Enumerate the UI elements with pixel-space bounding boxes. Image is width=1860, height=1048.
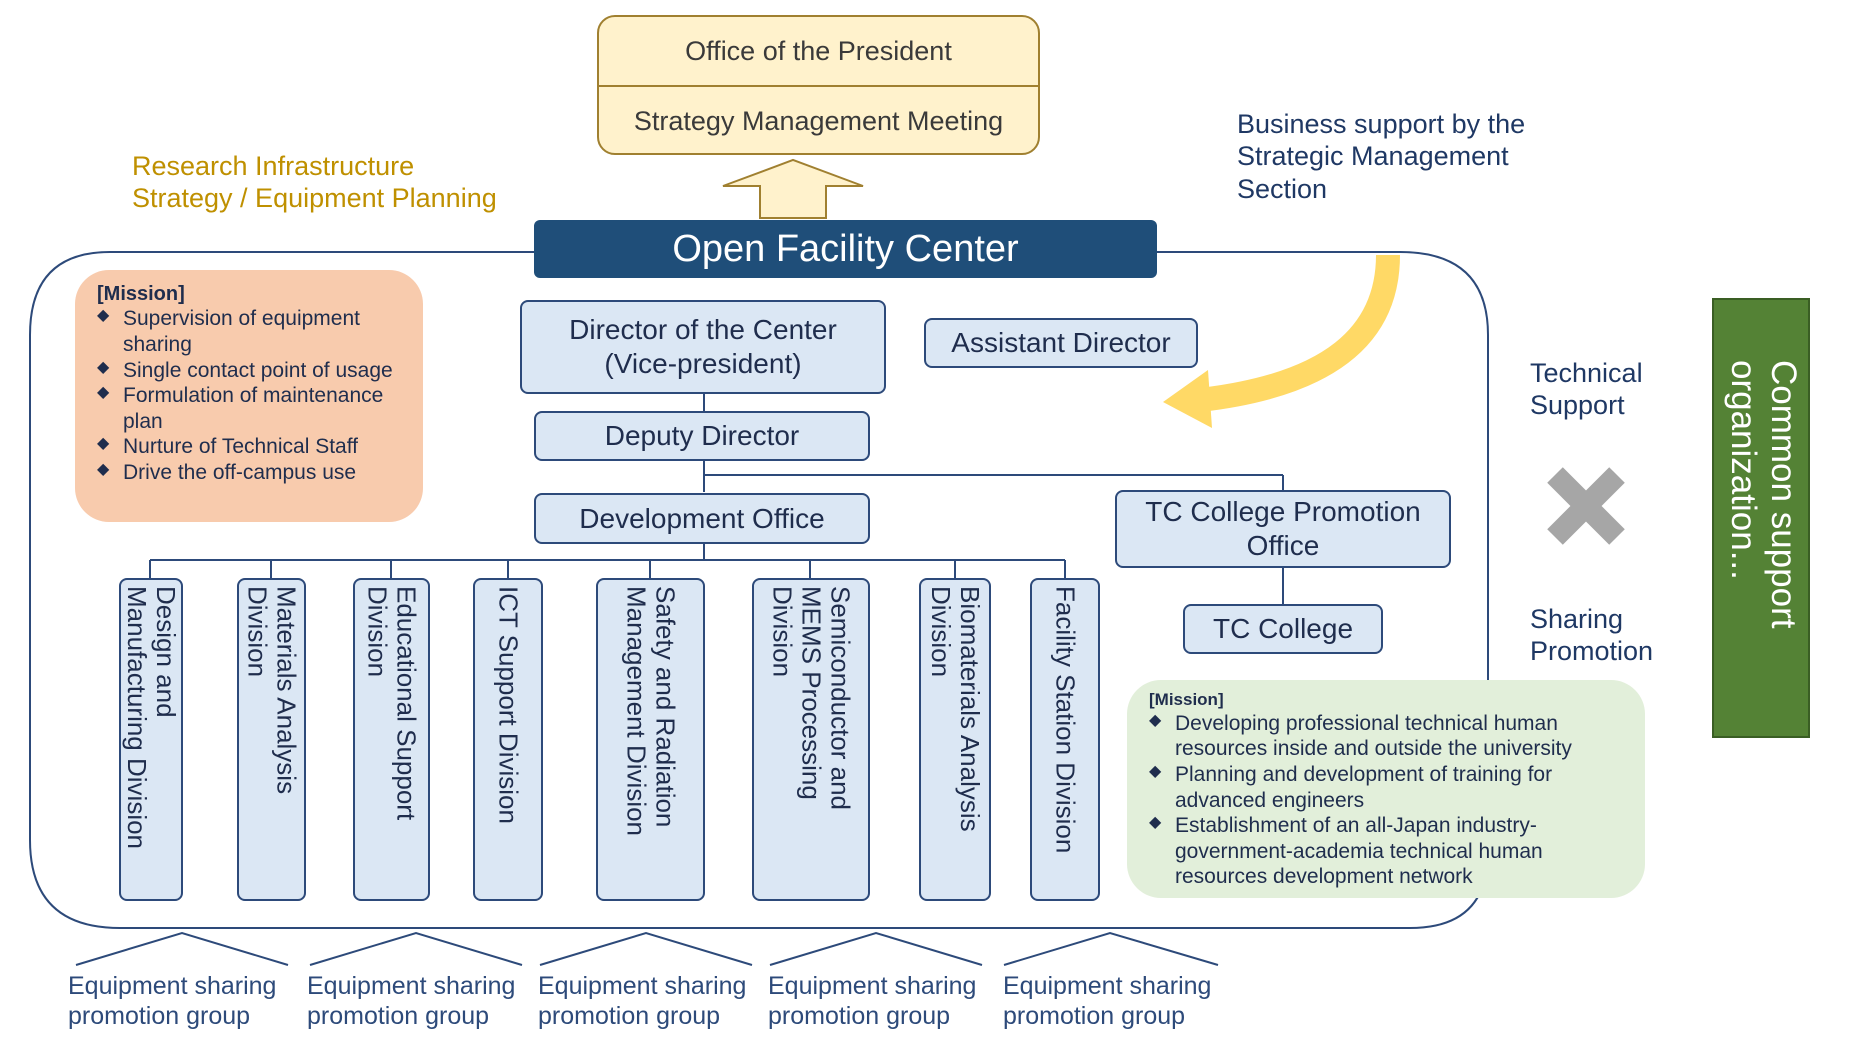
equipment-sharing-group: Equipment sharing promotion group <box>538 972 747 1030</box>
division-materials-analysis: Materials Analysis Division <box>237 578 306 901</box>
mission-item: ◆Single contact point of usage <box>97 358 393 382</box>
president-box: Office of the President Strategy Managem… <box>597 15 1040 155</box>
cross-icon <box>1547 467 1625 545</box>
common-support-organization-box: Common support organization... <box>1712 298 1810 738</box>
equipment-sharing-group: Equipment sharing promotion group <box>307 972 516 1030</box>
center-outline <box>29 251 1489 929</box>
development-office-box: Development Office <box>534 493 870 544</box>
division-facility-station: Facility Station Division <box>1030 578 1100 901</box>
division-label: Safety and Radiation Management Division <box>621 586 681 837</box>
mission-item: ◆Nurture of Technical Staff <box>97 435 359 459</box>
president-title: Office of the President <box>599 17 1038 87</box>
division-label: Semiconductor and MEMS Processing Divisi… <box>767 586 856 811</box>
division-label: Materials Analysis Division <box>242 586 302 795</box>
division-design-manufacturing: Design and Manufacturing Division <box>119 578 183 901</box>
strategy-meeting: Strategy Management Meeting <box>633 105 1004 136</box>
division-label: Design and Manufacturing Division <box>122 586 182 850</box>
division-ict-support: ICT Support Division <box>473 578 543 901</box>
technical-support-label: Technical Support <box>1530 358 1643 421</box>
common-support-label: Common support organization... <box>1723 360 1803 629</box>
mission-item: ◆Supervision of equipment sharing <box>97 307 360 356</box>
director-box: Director of the Center (Vice-president) <box>520 300 886 394</box>
tc-college-promotion-office-box: TC College Promotion Office <box>1115 490 1451 568</box>
mission-title: [Mission] <box>97 283 185 305</box>
sharing-promotion-label: Sharing Promotion <box>1530 604 1654 667</box>
mission-item: ◆Planning and development of training fo… <box>1149 762 1553 812</box>
mission-item: ◆Establishment of an all-Japan industry-… <box>1149 814 1543 889</box>
assistant-director-box: Assistant Director <box>924 318 1198 368</box>
equipment-sharing-group: Equipment sharing promotion group <box>768 972 977 1030</box>
mission-box-left: [Mission] ◆Supervision of equipment shar… <box>75 270 423 522</box>
equipment-sharing-group: Equipment sharing promotion group <box>1003 972 1212 1030</box>
equipment-sharing-group: Equipment sharing promotion group <box>68 972 277 1030</box>
open-facility-center-title: Open Facility Center <box>534 220 1157 278</box>
division-label: Facility Station Division <box>1050 586 1081 854</box>
mission-item: ◆Drive the off-campus use <box>97 461 357 485</box>
business-support-label: Business support by the Strategic Manage… <box>1237 109 1526 204</box>
mission-box-right: [Mission] ◆Developing professional techn… <box>1127 680 1645 898</box>
tc-college-box: TC College <box>1183 604 1383 654</box>
division-semiconductor-mems: Semiconductor and MEMS Processing Divisi… <box>752 578 870 901</box>
curved-arrow <box>1198 254 1400 412</box>
division-label: ICT Support Division <box>493 586 524 824</box>
research-infrastructure-label: Research Infrastructure Strategy / Equip… <box>132 151 497 214</box>
up-arrow <box>722 158 864 219</box>
division-label: Biomaterials Analysis Division <box>926 586 986 832</box>
division-label: Educational Support Division <box>362 586 422 821</box>
deputy-director-box: Deputy Director <box>534 411 870 461</box>
division-safety-radiation: Safety and Radiation Management Division <box>596 578 705 901</box>
mission-title: [Mission] <box>1149 690 1224 709</box>
mission-item: ◆Developing professional technical human… <box>1149 711 1572 761</box>
mission-item: ◆Formulation of maintenance plan <box>97 384 384 433</box>
division-educational-support: Educational Support Division <box>353 578 430 901</box>
division-biomaterials-analysis: Biomaterials Analysis Division <box>919 578 991 901</box>
